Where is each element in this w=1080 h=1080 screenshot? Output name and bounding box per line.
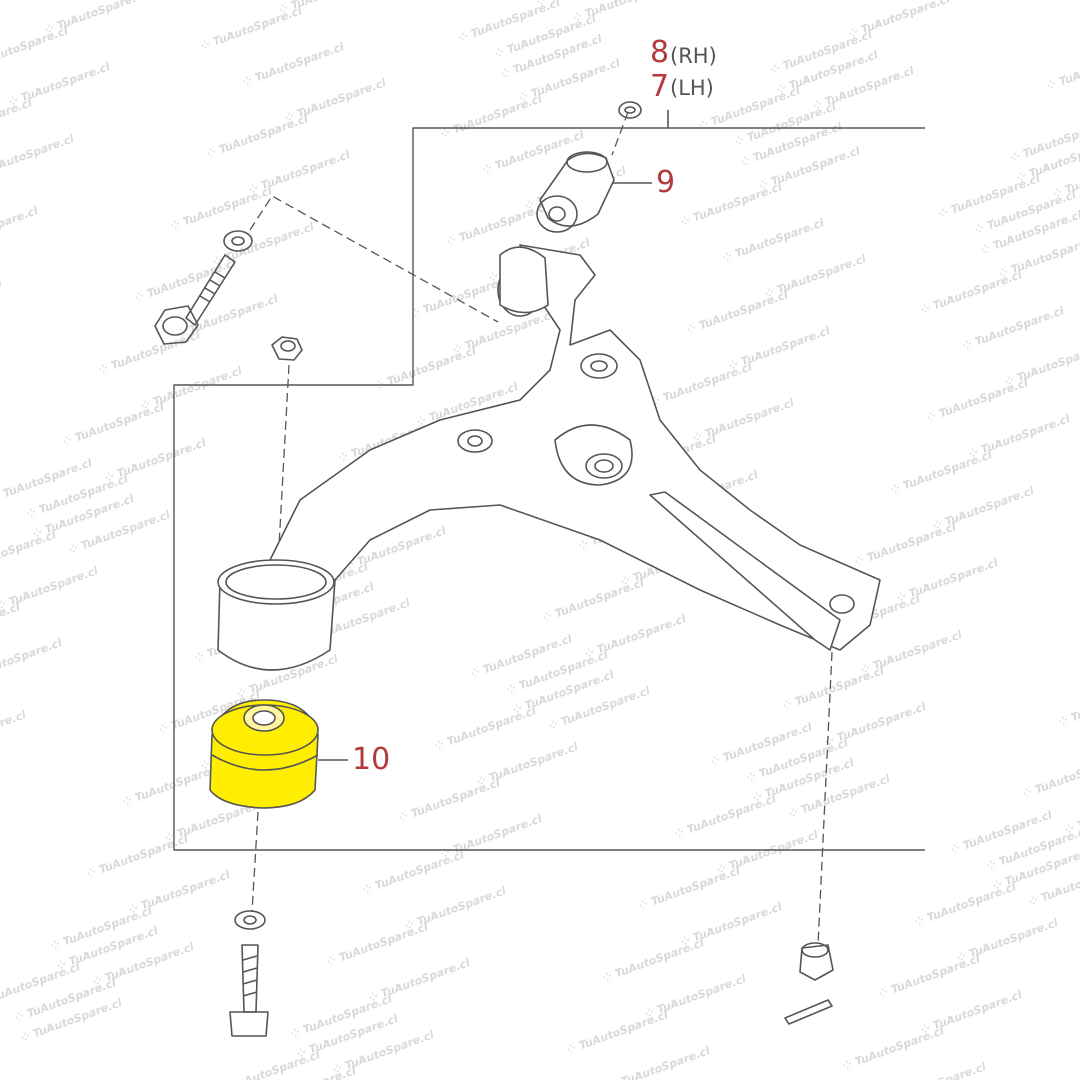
nut-icon: [271, 336, 303, 361]
callout-number-8: 8: [650, 35, 670, 70]
callout-side-lh: (LH): [670, 76, 714, 100]
front-bolt-icon: [154, 230, 253, 345]
bushing-10-highlighted: [209, 699, 319, 809]
callout-number-10: 10: [352, 742, 391, 777]
callout-number-9: 9: [656, 165, 676, 200]
castle-nut-icon: [784, 942, 834, 1025]
lower-bolt-icon: [229, 910, 269, 1037]
callout-side-rh: (RH): [670, 44, 717, 68]
assembly-frame: [173, 127, 925, 851]
control-arm: [217, 244, 881, 671]
callout-number-7: 7: [650, 69, 670, 104]
bushing-9: [536, 151, 615, 233]
upper-nut-icon: [618, 101, 642, 119]
